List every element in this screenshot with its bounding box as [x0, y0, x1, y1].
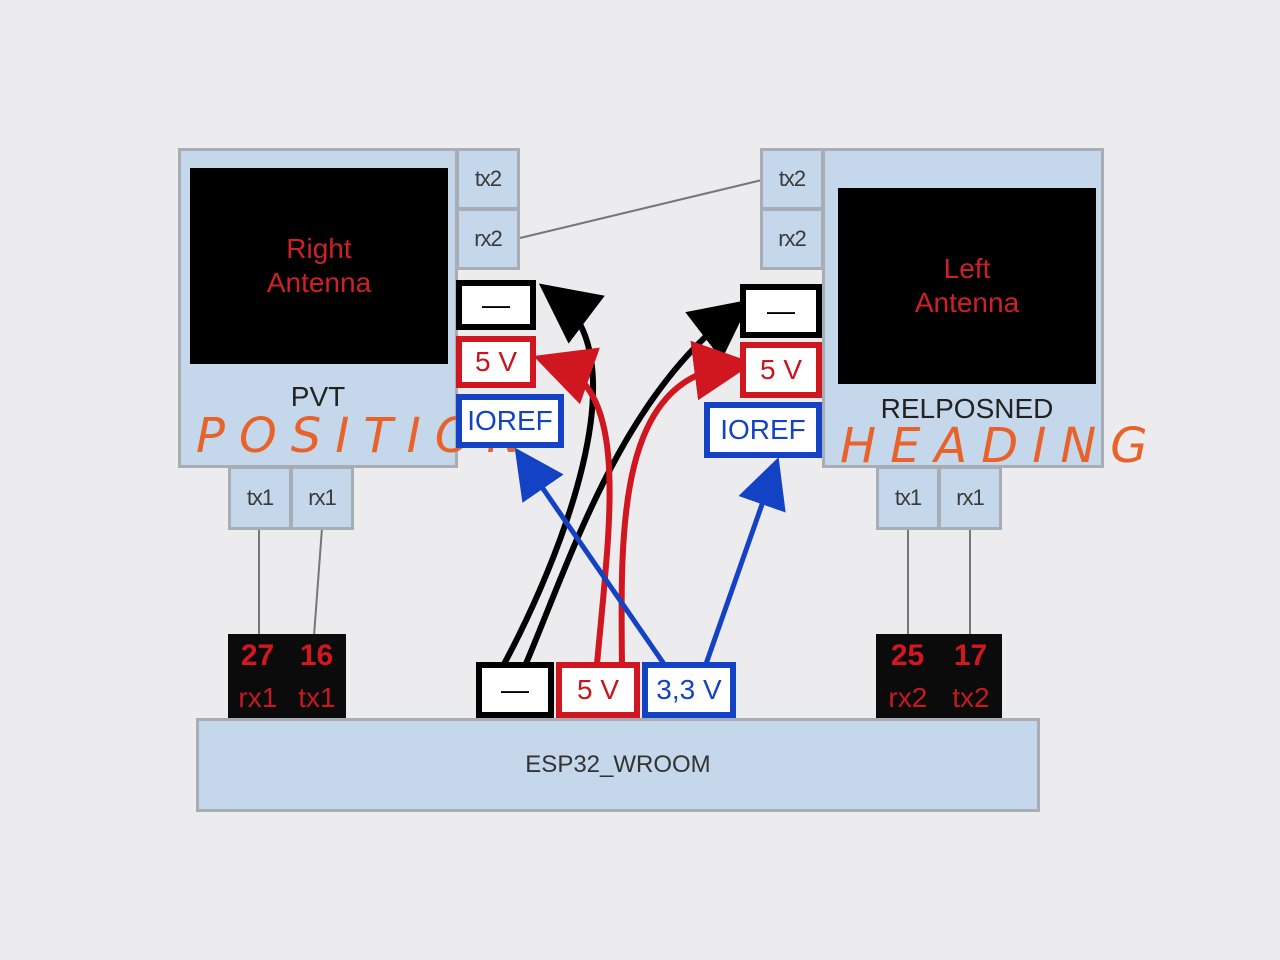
- left-module-ground-pin: —: [740, 284, 822, 338]
- pin-label: —: [767, 295, 795, 326]
- right-module-5v-pin: 5 V: [456, 336, 536, 388]
- port-label: tx2: [474, 166, 502, 191]
- right-module-tx1-port: tx1: [228, 466, 292, 530]
- port-label: rx1: [308, 485, 337, 510]
- right-antenna-module: Right Antenna PVT: [178, 148, 458, 468]
- esp-3v3-pin: 3,3 V: [642, 662, 736, 718]
- right-module-ioref-pin: IOREF: [456, 394, 564, 448]
- gpio-block-left: 27 16 rx1 tx1: [228, 634, 346, 720]
- pin-label: 3,3 V: [656, 674, 722, 705]
- pin-label: 5 V: [576, 674, 620, 705]
- esp32-label: ESP32_WROOM: [525, 751, 711, 778]
- gpio-27: 27: [240, 639, 275, 672]
- port-label: rx2: [778, 226, 807, 251]
- right-module-rx1-port: rx1: [290, 466, 354, 530]
- pin-label: 5 V: [759, 354, 803, 385]
- port-label: tx1: [246, 485, 274, 510]
- five-v-wire-right-module: [533, 347, 613, 665]
- gpio-25: 25: [890, 639, 925, 672]
- gpio-labels: rx1 tx1: [228, 678, 346, 718]
- pin-label: IOREF: [467, 405, 553, 436]
- left-module-rx2-port: rx2: [760, 208, 824, 270]
- right-module-tx2-port: tx2: [456, 148, 520, 210]
- gpio-rx2-label: rx2: [888, 682, 928, 713]
- pin-label: 5 V: [474, 346, 518, 377]
- wire-rx1-to-gpio16: [313, 527, 323, 637]
- gpio-16: 16: [299, 639, 334, 672]
- right-antenna-screen: Right Antenna: [190, 168, 448, 364]
- left-module-tx1-port: tx1: [876, 466, 940, 530]
- ground-wire-left-module: [522, 299, 752, 668]
- relposned-label: RELPOSNED: [880, 393, 1054, 424]
- left-module-rx1-port: rx1: [938, 466, 1002, 530]
- three-v-wire-right-module: [514, 447, 667, 666]
- gpio-rx1-label: rx1: [238, 682, 278, 713]
- left-antenna-module: Left Antenna RELPOSNED: [822, 148, 1104, 468]
- gpio-labels: rx2 tx2: [876, 678, 1002, 718]
- port-label: tx1: [894, 485, 922, 510]
- gpio-tx2-label: tx2: [952, 682, 990, 713]
- gpio-numbers: 25 17: [876, 634, 1002, 678]
- left-antenna-screen: Left Antenna: [838, 188, 1096, 384]
- right-antenna-title: Right Antenna: [266, 233, 372, 298]
- gpio-tx1-label: tx1: [298, 682, 336, 713]
- gpio-block-right: 25 17 rx2 tx2: [876, 634, 1002, 720]
- left-module-ioref-pin: IOREF: [704, 402, 822, 458]
- esp-ground-pin: —: [476, 662, 554, 718]
- heading-handwriting: HEADING: [840, 418, 1162, 474]
- gpio-numbers: 27 16: [228, 634, 346, 678]
- pin-label: IOREF: [720, 414, 806, 445]
- ground-wire-right-module: [500, 283, 605, 668]
- right-module-rx2-port: rx2: [456, 208, 520, 270]
- right-module-ground-pin: —: [456, 280, 536, 330]
- esp32-board: ESP32_WROOM: [196, 718, 1040, 812]
- three-v-wire-left-module: [703, 457, 786, 665]
- port-label: rx1: [956, 485, 985, 510]
- pin-label: —: [501, 674, 529, 705]
- left-module-tx2-port: tx2: [760, 148, 824, 210]
- pvt-label: PVT: [290, 381, 346, 412]
- left-antenna-title: Left Antenna: [914, 253, 1020, 318]
- wire-rx2-to-tx2: [519, 179, 763, 239]
- gpio-17: 17: [953, 639, 988, 672]
- port-label: rx2: [474, 226, 503, 251]
- esp-5v-pin: 5 V: [556, 662, 640, 718]
- pin-label: —: [482, 289, 510, 320]
- left-module-5v-pin: 5 V: [740, 342, 822, 398]
- port-label: tx2: [778, 166, 806, 191]
